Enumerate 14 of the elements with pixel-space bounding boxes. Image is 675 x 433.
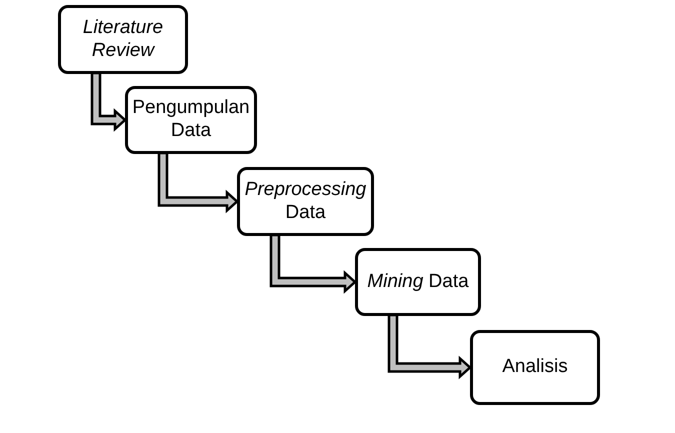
- process-box: [470, 330, 600, 405]
- step-label: Pengumpulan Data: [131, 97, 251, 143]
- process-box: [125, 86, 257, 154]
- bent-arrow: [158, 152, 239, 214]
- bent-arrow: [90, 72, 127, 132]
- step-label: Mining Data: [366, 270, 470, 294]
- step-label: Analisis: [501, 356, 569, 379]
- step-label: Preprocessing Data: [244, 178, 368, 224]
- process-box: [355, 248, 481, 316]
- bent-arrow: [270, 234, 357, 294]
- bent-arrow: [388, 314, 472, 380]
- step-label: Literature Review: [82, 16, 164, 62]
- process-box: [237, 167, 374, 236]
- process-box: [58, 5, 188, 74]
